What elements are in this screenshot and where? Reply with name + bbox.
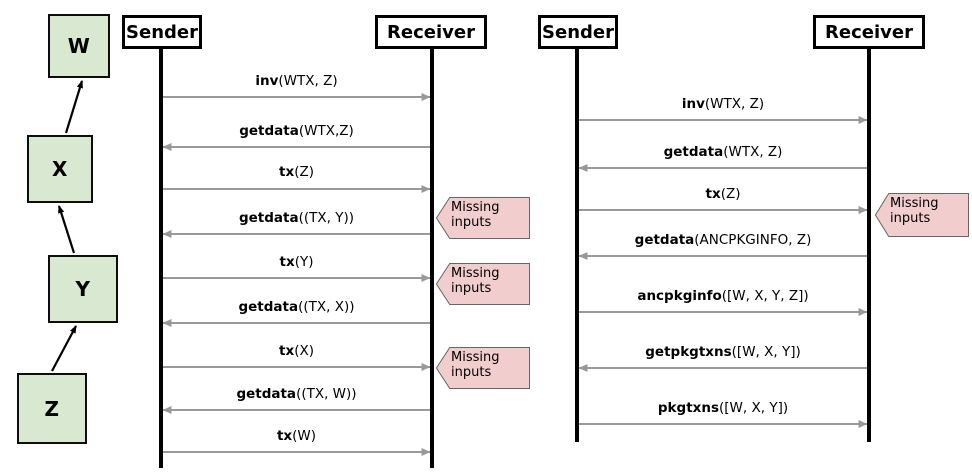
message-args: (W) — [292, 428, 317, 444]
message-name: getdata — [634, 232, 695, 248]
callout-line-2: inputs — [451, 364, 492, 380]
dag-node-y: Y — [48, 255, 118, 323]
message-name: tx — [279, 343, 295, 359]
message-label-legacy-tx-relay-6-tx: tx(X) — [279, 343, 314, 359]
message-label-legacy-tx-relay-0-inv: inv(WTX, Z) — [255, 73, 338, 89]
callout-line-2: inputs — [451, 280, 492, 296]
message-name: inv — [681, 96, 705, 112]
callout-line-1: Missing — [451, 350, 500, 365]
message-name: getpkgtxns — [645, 344, 732, 360]
message-label-package-relay-4-ancpkginfo: ancpkginfo([W, X, Y, Z]) — [637, 288, 809, 304]
dag-edge-x-to-w — [64, 80, 84, 134]
message-name: getdata — [236, 386, 297, 402]
lifeline-legacy-tx-relay-sender — [159, 49, 163, 468]
message-args: (X) — [294, 343, 314, 359]
actor-box-legacy-tx-relay-sender[interactable]: Sender — [122, 15, 202, 49]
message-label-legacy-tx-relay-4-tx: tx(Y) — [279, 254, 314, 270]
message-name: tx — [705, 186, 721, 202]
lifeline-package-relay-receiver — [867, 49, 871, 442]
message-name: getdata — [238, 299, 299, 315]
actor-box-package-relay-sender[interactable]: Sender — [538, 15, 618, 49]
message-label-legacy-tx-relay-8-tx: tx(W) — [276, 428, 317, 444]
message-label-package-relay-1-getdata: getdata(WTX, Z) — [663, 144, 783, 160]
message-name: getdata — [663, 144, 724, 160]
message-args: ([W, X, Y]) — [719, 400, 789, 416]
dag-edge-z-to-y — [51, 325, 77, 372]
callout-line-2: inputs — [890, 210, 931, 226]
message-args: ([W, X, Y]) — [731, 344, 801, 360]
message-args: (ANCPKGINFO, Z) — [694, 232, 812, 248]
message-args: ([W, X, Y, Z]) — [721, 288, 809, 304]
message-name: tx — [276, 428, 293, 444]
dag-node-z: Z — [17, 373, 87, 444]
missing-inputs-callout-outline-package-relay-0 — [874, 193, 969, 237]
dag-edge-y-to-x — [57, 205, 76, 254]
message-label-legacy-tx-relay-2-tx: tx(Z) — [279, 164, 314, 180]
message-name: tx — [279, 164, 295, 180]
callout-line-2: inputs — [451, 214, 492, 230]
message-label-package-relay-5-getpkgtxns: getpkgtxns([W, X, Y]) — [645, 344, 801, 360]
actor-box-legacy-tx-relay-receiver[interactable]: Receiver — [375, 15, 487, 49]
message-args: (WTX, Z) — [278, 73, 338, 89]
message-label-legacy-tx-relay-5-getdata: getdata((TX, X)) — [238, 299, 355, 315]
message-label-package-relay-2-tx: tx(Z) — [705, 186, 741, 202]
message-args: ((TX, X)) — [298, 299, 355, 315]
message-label-package-relay-0-inv: inv(WTX, Z) — [681, 96, 765, 112]
message-label-legacy-tx-relay-7-getdata: getdata((TX, W)) — [236, 386, 357, 402]
callout-line-1: Missing — [451, 266, 500, 281]
message-name: getdata — [239, 123, 299, 139]
message-label-package-relay-6-pkgtxns: pkgtxns([W, X, Y]) — [657, 400, 789, 416]
dag-node-w: W — [48, 14, 110, 78]
callout-line-1: Missing — [451, 200, 500, 215]
message-args: (WTX,Z) — [298, 123, 354, 139]
message-name: pkgtxns — [657, 400, 720, 416]
callout-line-1: Missing — [890, 196, 939, 211]
actor-box-package-relay-receiver[interactable]: Receiver — [813, 15, 925, 49]
message-name: getdata — [238, 210, 299, 226]
message-name: tx — [279, 254, 295, 270]
lifeline-package-relay-sender — [575, 49, 579, 442]
dag-node-x: X — [27, 135, 93, 203]
message-args: (WTX, Z) — [704, 96, 765, 112]
message-args: ((TX, Y)) — [298, 210, 355, 226]
message-args: ((TX, W)) — [296, 386, 357, 402]
dag-edges — [51, 80, 84, 372]
message-args: (WTX, Z) — [723, 144, 783, 160]
message-label-legacy-tx-relay-1-getdata: getdata(WTX,Z) — [239, 123, 354, 139]
message-name: ancpkginfo — [637, 288, 722, 304]
message-args: (Z) — [294, 164, 314, 180]
message-args: (Z) — [720, 186, 741, 202]
lifeline-legacy-tx-relay-receiver — [430, 49, 434, 468]
message-name: inv — [255, 73, 279, 89]
message-label-legacy-tx-relay-3-getdata: getdata((TX, Y)) — [238, 210, 355, 226]
message-args: (Y) — [294, 254, 314, 270]
message-label-package-relay-3-getdata: getdata(ANCPKGINFO, Z) — [634, 232, 812, 248]
